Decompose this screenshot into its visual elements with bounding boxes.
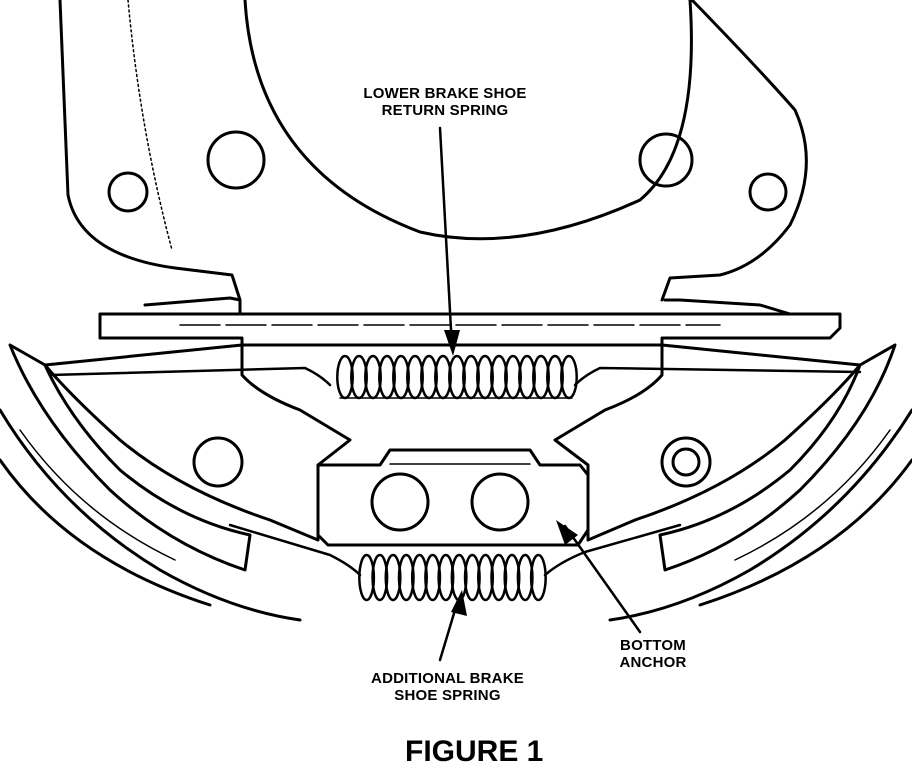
additional-spring-coil (384, 553, 402, 602)
left-brake-shoe (0, 343, 352, 622)
additional-spring-coil (410, 553, 428, 602)
arrow-bottom-anchor (563, 524, 642, 634)
bottom-anchor (316, 448, 590, 547)
additional-spring-coil (516, 553, 534, 602)
additional-spring-coil (358, 553, 376, 602)
additional-spring-coil (437, 553, 455, 602)
additional-spring-coil (529, 553, 547, 602)
additional-shoe-spring (228, 523, 682, 602)
shoe-holes (192, 436, 712, 488)
additional-spring-coil (424, 553, 442, 602)
label-lower-spring-line2: RETURN SPRING (381, 102, 509, 119)
label-anchor-line2: ANCHOR (619, 654, 687, 671)
label-lower-spring-line1: LOWER BRAKE SHOE (363, 85, 527, 102)
label-bottom-anchor: BOTTOM ANCHOR (598, 637, 708, 671)
additional-spring-coil (477, 553, 495, 602)
support-plate (98, 296, 842, 347)
additional-spring-coil (503, 553, 521, 602)
label-anchor-line1: BOTTOM (620, 637, 686, 654)
label-additional-spring-line1: ADDITIONAL BRAKE (371, 670, 524, 687)
additional-spring-coil (463, 553, 481, 602)
backing-plate-holes (107, 130, 788, 213)
backing-plate (58, 0, 808, 302)
label-additional-spring-line2: SHOE SPRING (394, 687, 501, 704)
additional-spring-coil (397, 553, 415, 602)
leader-arrows (438, 126, 642, 662)
figure-caption: FIGURE 1 (405, 735, 544, 768)
lower-return-spring (48, 354, 862, 400)
additional-spring-coil (490, 553, 508, 602)
label-additional-brake-shoe-spring: ADDITIONAL BRAKE SHOE SPRING (345, 670, 550, 704)
label-lower-brake-shoe-return-spring: LOWER BRAKE SHOE RETURN SPRING (340, 85, 550, 119)
arrow-lower-spring (438, 126, 454, 350)
right-brake-shoe (553, 343, 912, 622)
additional-spring-coil (371, 553, 389, 602)
